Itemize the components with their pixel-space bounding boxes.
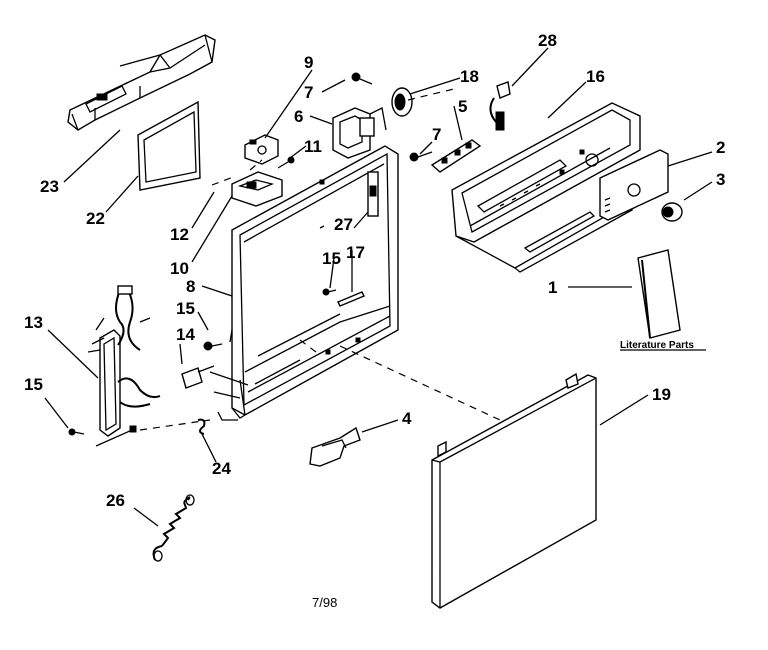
callout-7-mid: 7 — [432, 125, 441, 144]
callout-15-left: 15 — [24, 375, 43, 394]
callout-22: 22 — [86, 209, 105, 228]
part-16-control-panel — [451, 102, 641, 273]
callout-23: 23 — [40, 177, 59, 196]
part-8-inner-door-frame — [209, 145, 399, 421]
part-7-screw-mid — [409, 151, 433, 162]
part-4-door-bracket — [309, 426, 361, 467]
part-24-clip — [197, 418, 206, 435]
part-26-door-spring — [152, 494, 195, 562]
callout-7-top: 7 — [304, 83, 313, 102]
part-5-switch-bracket — [430, 139, 482, 173]
callout-24: 24 — [212, 459, 231, 478]
part-28-clip — [489, 81, 511, 131]
part-10-latch-housing — [231, 171, 283, 207]
callout-6: 6 — [294, 107, 303, 126]
callout-14: 14 — [176, 325, 195, 344]
part-6-switch — [332, 107, 387, 159]
part-2-control-overlay — [599, 149, 669, 221]
callout-18: 18 — [460, 67, 479, 86]
callout-3: 3 — [716, 170, 725, 189]
callout-15-mid: 15 — [176, 299, 195, 318]
callout-13: 13 — [24, 313, 43, 332]
part-7-screw-top — [351, 72, 373, 85]
part-19-outer-door-panel — [431, 372, 597, 609]
part-18-knob-gear — [391, 87, 413, 117]
callout-labels: 23 22 9 7 6 11 12 10 8 15 14 13 15 24 26… — [24, 31, 725, 610]
callout-16: 16 — [586, 67, 605, 86]
part-15-screw-mid — [203, 341, 223, 351]
callout-1: 1 — [548, 278, 557, 297]
callout-15-center: 15 — [322, 249, 341, 268]
callout-19: 19 — [652, 385, 671, 404]
literature-parts-label: Literature Parts — [620, 340, 694, 351]
leader-lines — [44, 47, 713, 527]
callout-17: 17 — [346, 243, 365, 262]
part-3-knob — [661, 202, 683, 222]
callout-11: 11 — [304, 137, 322, 156]
part-15-screw-left — [68, 428, 85, 436]
part-11-screw — [277, 156, 295, 169]
part-23-bracket — [67, 34, 216, 131]
part-9-latch — [244, 134, 279, 165]
callout-27: 27 — [334, 215, 353, 234]
callout-10: 10 — [170, 259, 189, 278]
callout-26: 26 — [106, 491, 125, 510]
callout-9: 9 — [304, 53, 313, 72]
part-17-strip — [337, 291, 365, 307]
part-27-rail — [367, 171, 379, 217]
callout-4: 4 — [402, 409, 412, 428]
part-15-screw-center — [322, 288, 337, 296]
callout-5: 5 — [458, 97, 467, 116]
part-14-door-switch — [181, 365, 215, 389]
part-1-literature-booklet — [637, 249, 681, 339]
part-22-insulation-sheet — [137, 100, 201, 191]
callout-2: 2 — [716, 138, 725, 157]
footer-code: 7/98 — [312, 595, 337, 610]
callout-28: 28 — [538, 31, 557, 50]
part-13-wire-harness-bracket — [87, 285, 161, 447]
callout-8: 8 — [186, 277, 195, 296]
callout-12: 12 — [170, 225, 189, 244]
